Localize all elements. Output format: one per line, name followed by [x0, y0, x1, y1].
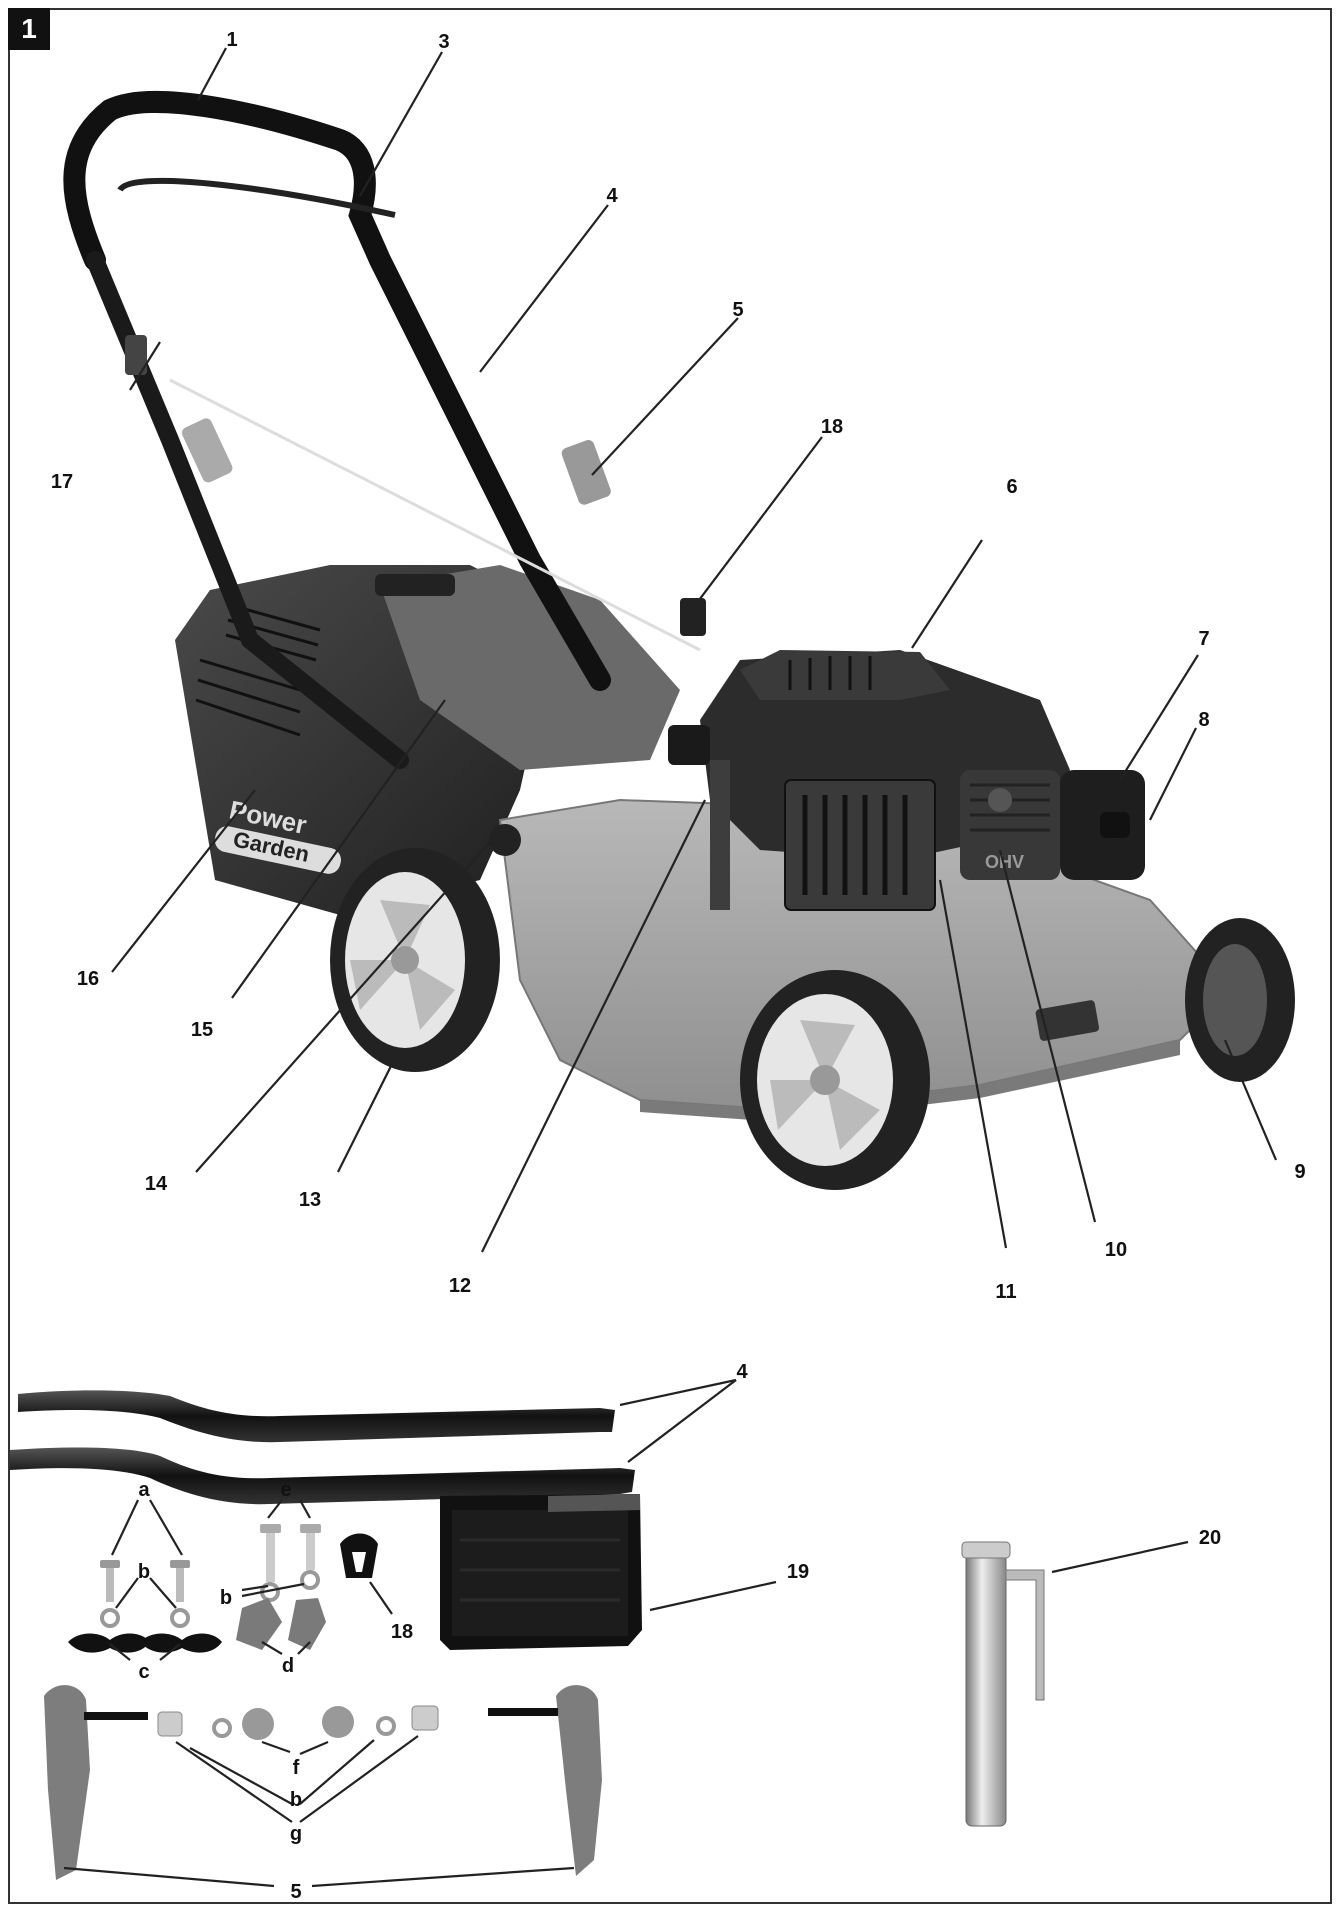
spark-plug-wrench: [961, 1541, 1045, 1827]
callout-17: 17: [51, 471, 73, 493]
back-wheel: [1185, 918, 1295, 1082]
callout-f: f: [293, 1757, 300, 1779]
callout-15: 15: [191, 1019, 213, 1041]
callout-11: 11: [995, 1281, 1016, 1303]
callout-10: 10: [1105, 1239, 1127, 1261]
bag-vents: [195, 603, 321, 737]
callout-g: g: [290, 1823, 302, 1845]
cable: [169, 378, 701, 652]
callout-7: 7: [1198, 628, 1209, 650]
deck-badge: [1035, 1000, 1100, 1041]
callout-b-1: b: [138, 1561, 150, 1583]
callout-3: 3: [438, 31, 449, 53]
starter-rope-guide: [125, 335, 147, 375]
control-bar: [117, 177, 396, 218]
callout-14: 14: [145, 1173, 168, 1195]
cable-clip: [680, 598, 706, 636]
oil-filler: [668, 725, 710, 765]
callout-16: 16: [77, 968, 99, 990]
engine: OHV: [668, 650, 1145, 911]
callout-5-parts: 5: [290, 1881, 301, 1903]
callout-18-parts: 18: [391, 1621, 413, 1643]
callout-4: 4: [606, 185, 618, 207]
lever-left: [181, 418, 233, 483]
callout-d: d: [282, 1655, 294, 1677]
callout-1: 1: [226, 29, 237, 51]
cylinder-head: [960, 770, 1060, 880]
lawnmower: Power Garden: [63, 91, 1295, 1190]
callout-a: a: [138, 1479, 150, 1501]
grass-bag-lid: [380, 565, 680, 770]
callout-e: e: [280, 1479, 291, 1501]
callout-6: 6: [1006, 476, 1017, 498]
callout-4-parts: 4: [736, 1361, 748, 1383]
leader-lines-parts: [63, 1378, 1189, 1888]
quick-release-lever: [561, 440, 611, 505]
rear-wheel: [330, 848, 500, 1072]
callout-b-3: b: [290, 1789, 302, 1811]
quick-release-levers: [44, 1685, 602, 1880]
bag-handle: [375, 574, 455, 596]
primer-button: [988, 788, 1012, 812]
spark-plug-cap: [1100, 812, 1130, 838]
height-adjust-knob: [489, 824, 521, 856]
callout-13: 13: [299, 1189, 321, 1211]
fasteners: [68, 1524, 439, 1740]
engine-top-cover: [740, 650, 950, 700]
callout-12: 12: [449, 1275, 471, 1297]
fuel-pipe: [710, 760, 730, 910]
callout-5: 5: [732, 299, 743, 321]
figure-frame: [8, 8, 1332, 1904]
callout-b-2: b: [220, 1587, 232, 1609]
callout-20: 20: [1199, 1527, 1221, 1549]
engine-mark: OHV: [985, 852, 1024, 872]
callout-9: 9: [1294, 1161, 1305, 1183]
callout-19: 19: [787, 1561, 809, 1583]
figure-number: 1: [8, 8, 50, 50]
leader-lines-top: [111, 47, 1278, 1253]
callout-c: c: [138, 1661, 149, 1683]
air-filter: [440, 1494, 642, 1650]
callout-8: 8: [1198, 709, 1209, 731]
handle-tubes: [10, 1390, 635, 1505]
callout-18: 18: [821, 416, 843, 438]
handle-frame: [63, 91, 706, 769]
front-wheel: [740, 970, 930, 1190]
